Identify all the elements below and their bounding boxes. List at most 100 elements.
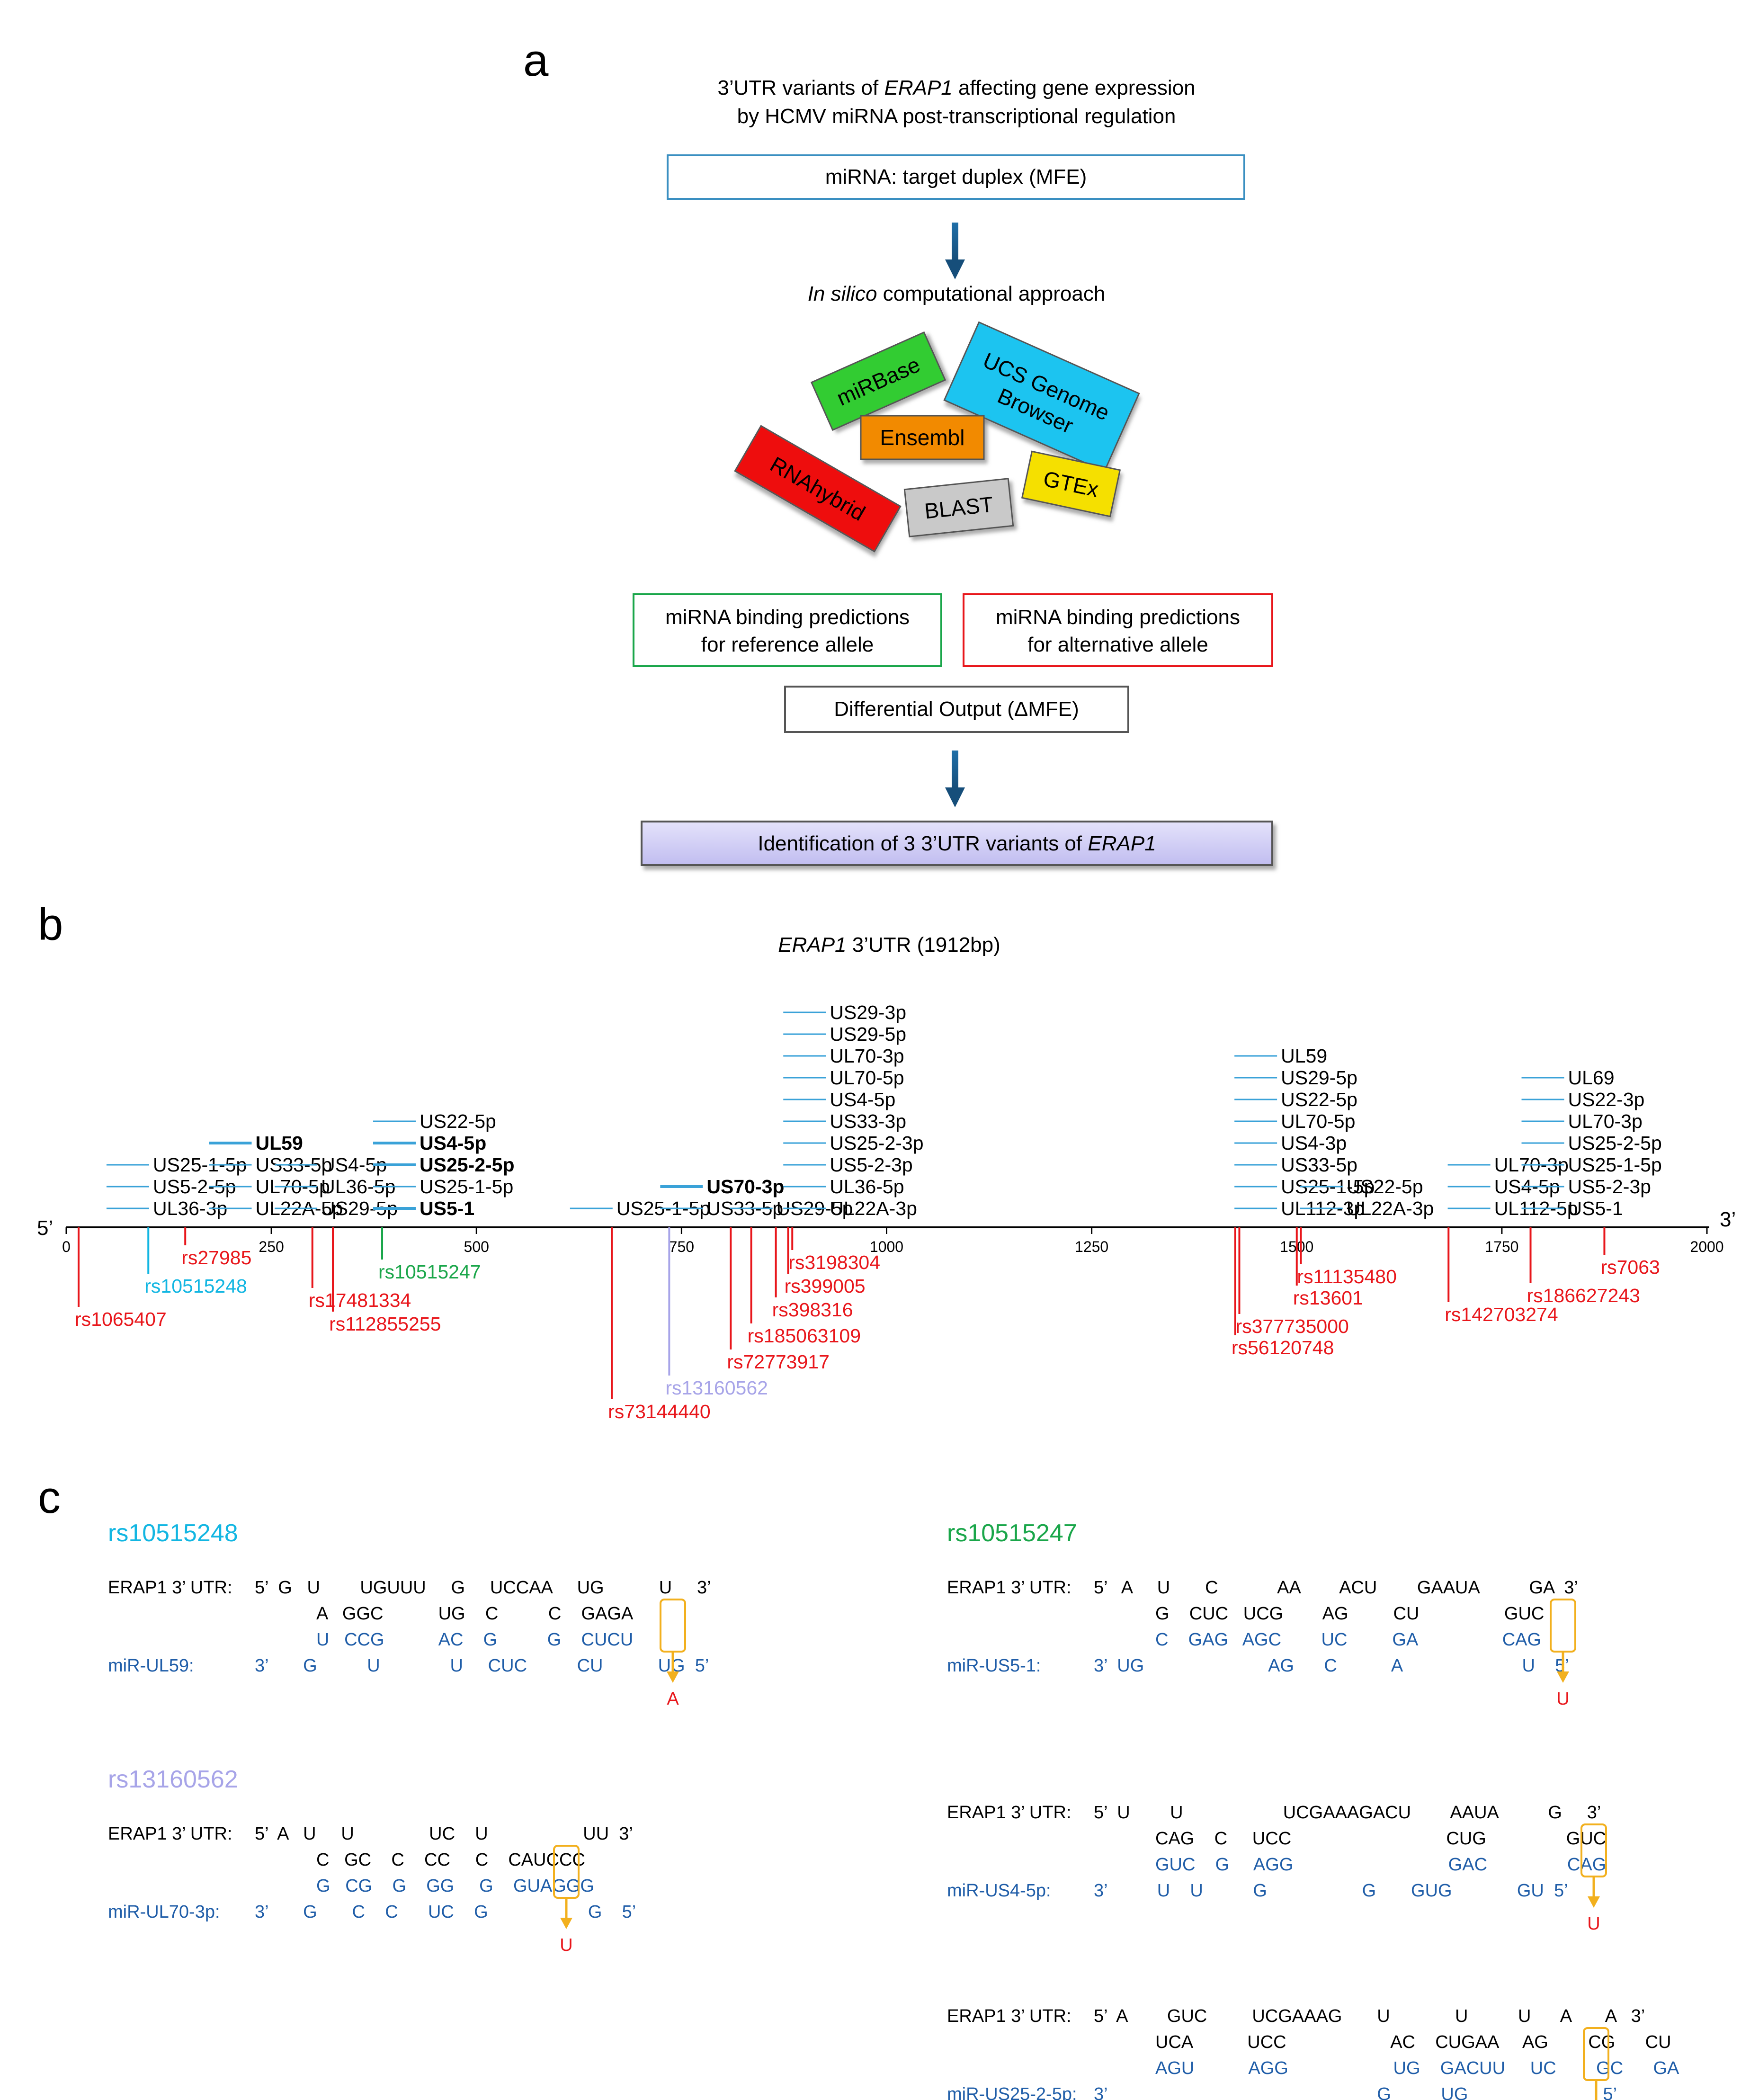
duplex-row-mir-unpaired: 3’ G U U CUC CU UG 5’ [255, 1656, 709, 1676]
duplex-row-mir-paired: C GAG AGC UC GA CAG [1155, 1630, 1541, 1650]
utr-variants: rs1065407rs10515248rs27985rs17481334rs11… [75, 1227, 1660, 1422]
differential-output-box [784, 686, 1129, 733]
tool-gtex: GTEx [1021, 450, 1121, 518]
alternative-allele-box [963, 593, 1273, 667]
variant-label-rs377735000: rs377735000 [1235, 1315, 1348, 1337]
duplex-utr-label: ERAP1 3’ UTR: [947, 1578, 1071, 1598]
mirna-label-us5-1: US5-1 [1568, 1197, 1623, 1219]
differential-output-label: Differential Output (ΔMFE) [834, 697, 1079, 721]
panel-a: a 3’UTR variants of ERAP1 affecting gene… [523, 35, 1273, 866]
variant-label-rs72773917: rs72773917 [727, 1351, 830, 1373]
duplex-row-utr-paired: CAG C UCC CUG GUC [1155, 1829, 1606, 1849]
mirna-label-us22-5p: US22-5p [1281, 1089, 1357, 1110]
variant-label-rs73144440: rs73144440 [608, 1401, 711, 1422]
duplex-row-utr-unpaired: 5’ A U C AA ACU GAAUA GA 3’ [1094, 1578, 1578, 1598]
mirna-label-us25-2-5p: US25-2-5p [1568, 1132, 1662, 1154]
reference-allele-line1: miRNA binding predictions [665, 606, 910, 629]
variant-label-rs10515247: rs10515247 [378, 1261, 481, 1283]
mirna-label-us29-3p: US29-3p [830, 1001, 906, 1023]
tool-blast: BLAST [903, 478, 1014, 537]
mirna-label-us70-3p: US70-3p [706, 1176, 784, 1197]
variant-label-rs112855255: rs112855255 [329, 1313, 441, 1335]
snp-arrow-head [560, 1918, 572, 1929]
duplex-row-mir-unpaired: 3’ G C C UC G G 5’ [255, 1902, 636, 1922]
duplex-snp-title: rs13160562 [108, 1766, 238, 1793]
alternative-allele-line1: miRNA binding predictions [996, 606, 1240, 629]
three-prime-label: 3’ [1720, 1208, 1736, 1231]
variant-label-rs10515248: rs10515248 [144, 1275, 247, 1297]
duplex-row-mir-paired: U CCG AC G G CUCU [316, 1630, 633, 1650]
mirna-label-ul70-5p: UL70-5p [830, 1067, 904, 1089]
snp-highlight-box [1550, 1599, 1576, 1653]
flow-arrow-2 [945, 751, 965, 807]
variant-label-rs186627243: rs186627243 [1527, 1285, 1640, 1306]
duplex-mir-us4-5p: ERAP1 3’ UTR:miR-US4-5p:5’ U U UCGAAAGAC… [947, 1803, 1607, 1934]
variant-label-rs11135480: rs11135480 [1297, 1266, 1397, 1287]
alt-allele: U [560, 1935, 572, 1955]
variant-label-rs1065407: rs1065407 [75, 1308, 167, 1330]
panel-b-title: ERAP1 3’UTR (1912bp) [778, 933, 1000, 956]
variant-label-rs142703274: rs142703274 [1445, 1304, 1558, 1325]
snp-highlight-box [553, 1845, 580, 1899]
snp-highlight-box [1583, 2027, 1609, 2081]
mirna-label-us25-1-5p: US25-1-5p [420, 1176, 513, 1197]
duplex-utr-label: ERAP1 3’ UTR: [947, 2006, 1071, 2026]
variant-label-rs399005: rs399005 [785, 1275, 866, 1297]
panel-c-letter: c [38, 1472, 61, 1523]
duplex-box [667, 154, 1245, 200]
alternative-allele-line2: for alternative allele [1027, 633, 1208, 656]
reference-allele-line2: for reference allele [701, 633, 874, 656]
alt-allele: A [667, 1689, 679, 1709]
mirna-label-us22-5p: US22-5p [420, 1110, 496, 1132]
duplex-mir-label: miR-UL59: [108, 1656, 194, 1676]
approach-label: In silico computational approach [808, 282, 1106, 305]
alt-allele: U [1587, 1914, 1600, 1934]
duplex-row-mir-unpaired: 3’ UG AG C A U 5’ [1094, 1656, 1569, 1676]
duplex-mir-us25-2-5p: ERAP1 3’ UTR:miR-US25-2-5p:5’ A GUC UCGA… [947, 2006, 1679, 2100]
mirna-label-ul22a-3p: UL22A-3p [830, 1197, 917, 1219]
mirna-label-us22-3p: US22-3p [1568, 1089, 1645, 1110]
variant-label-rs17481334: rs17481334 [309, 1289, 411, 1311]
variant-label-rs3198304: rs3198304 [788, 1251, 880, 1273]
mirna-label-us29-5p: US29-5p [830, 1023, 906, 1045]
tick-label-1000: 1000 [870, 1238, 903, 1255]
alt-allele: U [1556, 1689, 1569, 1709]
tick-label-250: 250 [259, 1238, 284, 1255]
tick-label-1750: 1750 [1485, 1238, 1518, 1255]
tick-label-500: 500 [464, 1238, 489, 1255]
duplex-mir-label: miR-US5-1: [947, 1656, 1041, 1676]
variant-label-rs13601: rs13601 [1293, 1287, 1363, 1309]
duplex-utr-label: ERAP1 3’ UTR: [947, 1803, 1071, 1823]
duplex-snp-title: rs10515248 [108, 1519, 238, 1547]
duplex-row-mir-unpaired: 3’ G UG 5’ [1094, 2084, 1617, 2100]
mirna-label-us33-5p: US33-5p [1281, 1154, 1357, 1176]
snp-arrow-head [1557, 1671, 1569, 1683]
five-prime-label: 5’ [37, 1216, 53, 1240]
mirna-binding-sites: US25-1-5pUS5-2-5pUL36-3pUL59US33-5pUL70-… [106, 1001, 1662, 1219]
mirna-label-us4-5p: US4-5p [420, 1132, 486, 1154]
mirna-label-us5-1: US5-1 [420, 1197, 474, 1219]
duplex-utr-label: ERAP1 3’ UTR: [108, 1578, 232, 1598]
mirna-label-us4-5p: US4-5p [830, 1089, 895, 1110]
flow-arrow-1 [945, 223, 965, 279]
panel-a-title-line1: 3’UTR variants of ERAP1 affecting gene e… [717, 76, 1195, 99]
variant-label-rs7063: rs7063 [1600, 1256, 1660, 1278]
variant-label-rs27985: rs27985 [181, 1247, 251, 1269]
mirna-label-us33-3p: US33-3p [830, 1110, 906, 1132]
duplex-box-label: miRNA: target duplex (MFE) [825, 165, 1087, 188]
reference-allele-box [633, 593, 942, 667]
tick-label-2000: 2000 [1690, 1238, 1723, 1255]
mirna-label-ul22a-3p: UL22A-3p [1347, 1197, 1434, 1219]
tick-label-0: 0 [62, 1238, 71, 1255]
duplex-row-utr-unpaired: 5’ G U UGUUU G UCCAA UG U 3’ [255, 1578, 711, 1598]
mirna-label-us29-5p: US29-5p [1281, 1067, 1357, 1089]
identification-box [641, 821, 1273, 866]
mirna-label-us25-2-3p: US25-2-3p [830, 1132, 923, 1154]
